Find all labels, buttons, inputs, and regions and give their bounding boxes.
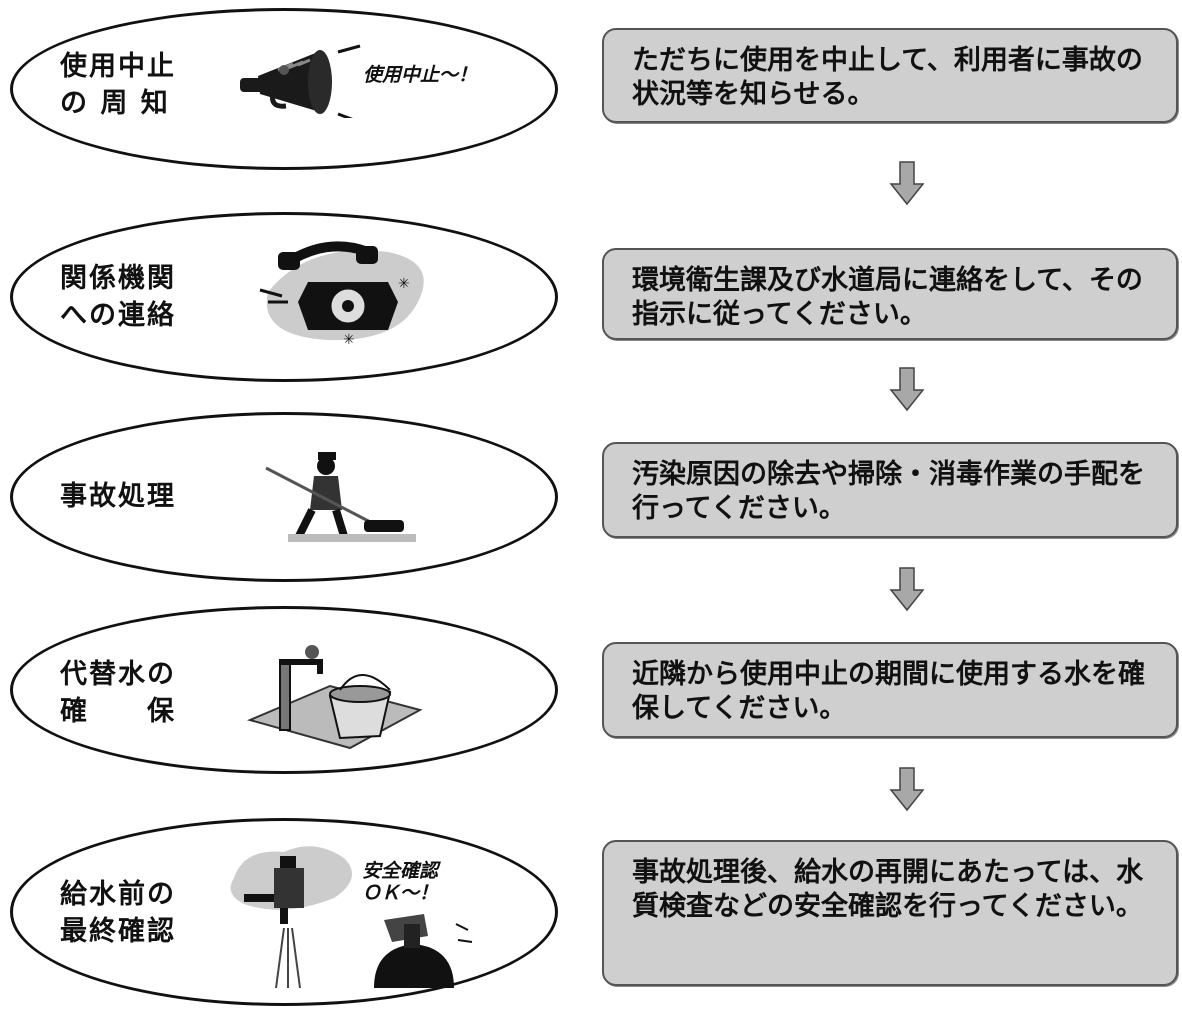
step-4-label: 代替水の 確 保: [60, 659, 176, 727]
arrow-down-icon: [889, 567, 925, 612]
step-3-label: 事故処理: [60, 481, 176, 512]
step-4-description-box: 近隣から使用中止の期間に使用する水を確保してください。: [602, 642, 1178, 738]
megaphone-icon: [240, 44, 361, 118]
telephone-icon: ✳ ✳: [259, 241, 424, 348]
step-2-description: 環境衛生課及び水道局に連絡をして、その指示に従ってください。: [632, 265, 1143, 330]
step-1-description-box: ただちに使用を中止して、利用者に事故の状況等を知らせる。: [602, 28, 1178, 123]
arrow-down-icon: [889, 161, 925, 206]
step-5-description: 事故処理後、給水の再開にあたっては、水質検査などの安全確認を行ってください。: [632, 857, 1144, 922]
step-2-label: 関係機関 への連絡: [60, 263, 176, 331]
megaphone-speech: 使用中止～！: [363, 64, 478, 86]
step-3-ellipse: [10, 412, 558, 582]
faucet-inspection-icon: [230, 846, 473, 989]
faucet-bucket-icon: [246, 645, 423, 750]
arrow-down-icon: [889, 767, 925, 812]
step-3-description-box: 汚染原因の除去や掃除・消毒作業の手配を行ってください。: [602, 442, 1178, 538]
svg-text:✳: ✳: [343, 332, 355, 348]
step-2-description-box: 環境衛生課及び水道局に連絡をして、その指示に従ってください。: [602, 248, 1178, 340]
step-3-description: 汚染原因の除去や掃除・消毒作業の手配を行ってください。: [632, 459, 1145, 524]
step-1-description: ただちに使用を中止して、利用者に事故の状況等を知らせる。: [632, 45, 1143, 110]
step-5-label: 給水前の 最終確認: [60, 879, 176, 947]
step-4-description: 近隣から使用中止の期間に使用する水を確保してください。: [632, 659, 1145, 724]
step-5-description-box: 事故処理後、給水の再開にあたっては、水質検査などの安全確認を行ってください。: [602, 840, 1178, 986]
inspection-speech: 安全確認 ＯＫ～！: [362, 860, 439, 904]
arrow-down-icon: [889, 367, 925, 412]
svg-text:✳: ✳: [398, 276, 410, 292]
step-1-label: 使用中止 の 周 知: [60, 51, 176, 119]
sweeper-icon: [265, 452, 416, 542]
